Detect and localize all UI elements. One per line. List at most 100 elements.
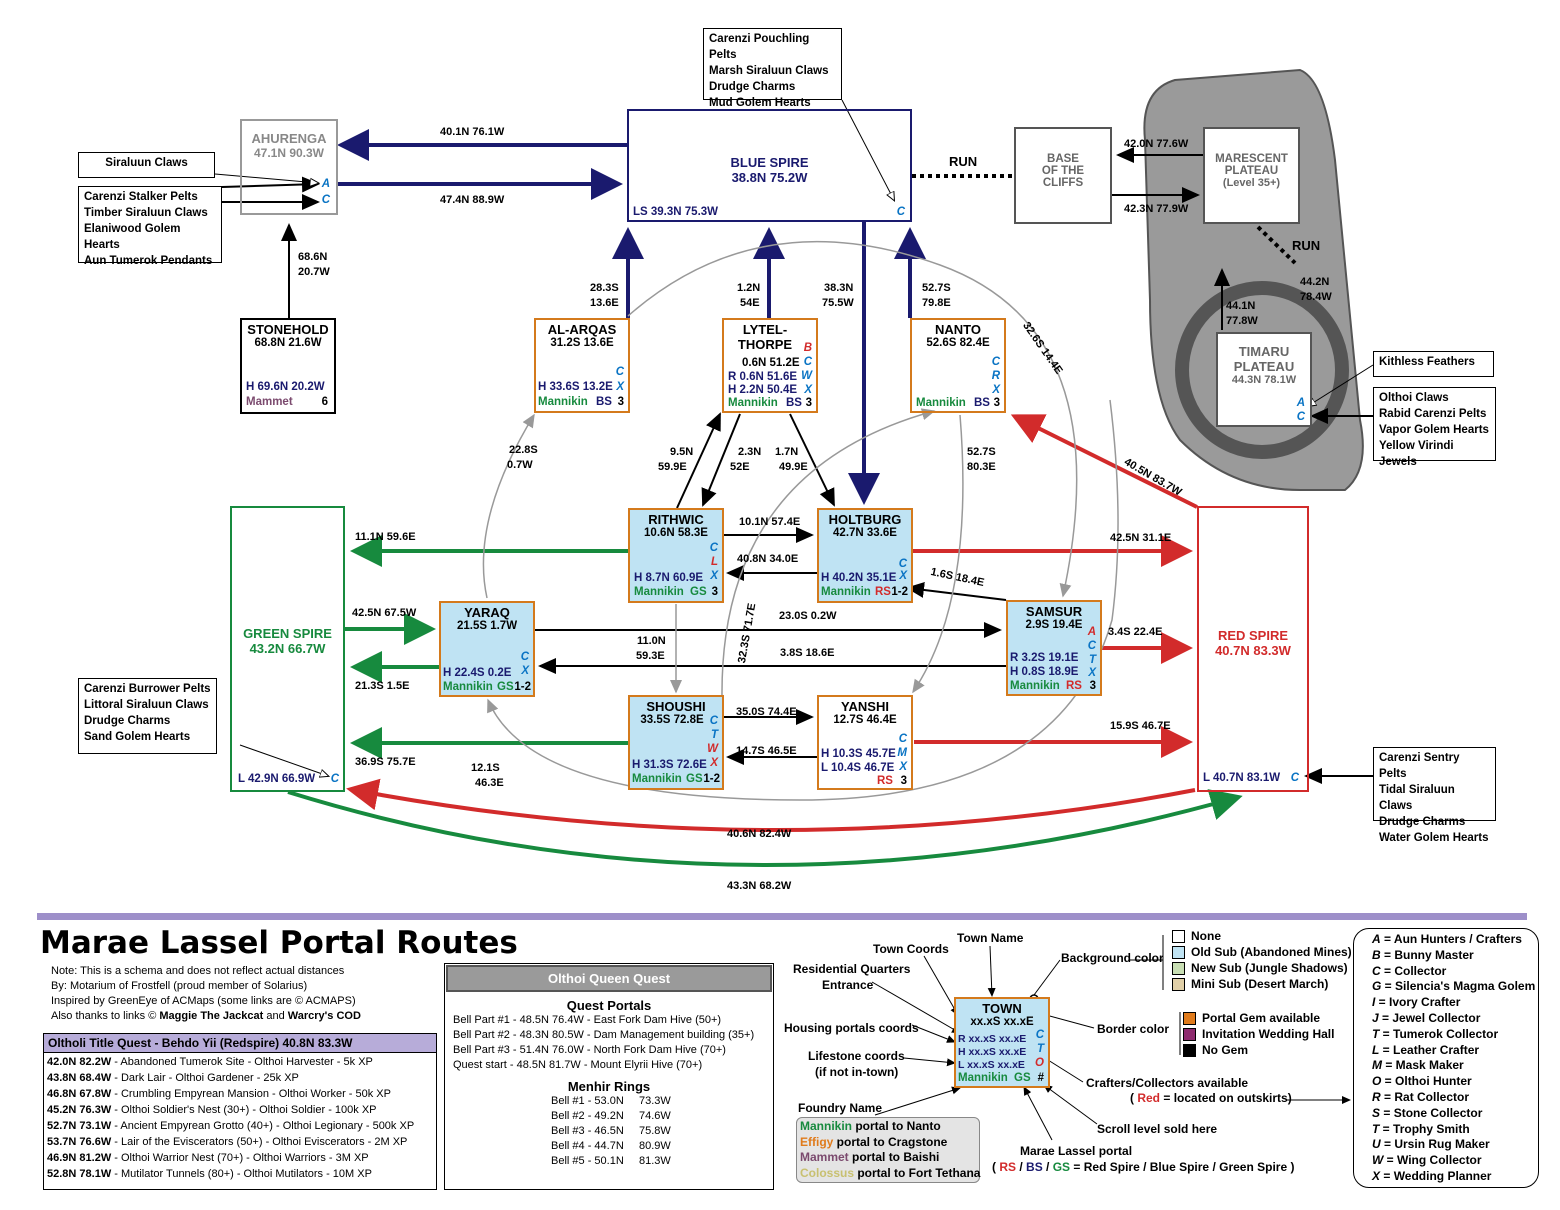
edge-label: 46.3E (475, 777, 504, 789)
title-quest-row: 46.9N 81.2W - Olthoi Warrior Nest (70+) … (47, 1150, 433, 1166)
code: T (710, 729, 718, 741)
ring-lon: 81.3W (639, 1155, 671, 1167)
foundry-name: Mannikin (634, 586, 684, 598)
note-line: Vapor Golem Hearts (1379, 424, 1489, 436)
color-legend-row: Portal Gem available (1183, 1010, 1334, 1026)
node-name: RITHWIC (648, 512, 704, 527)
scroll-level: 6 (321, 396, 328, 408)
node-name: AL-ARQAS (547, 322, 617, 337)
legend-marae-portal: Marae Lassel portal (1020, 1144, 1133, 1158)
code: X (616, 381, 624, 393)
edge-label: 10.1N 57.4E (739, 516, 801, 528)
color-label: Old Sub (Abandoned Mines) (1191, 945, 1352, 959)
scroll-level: # (1037, 1072, 1044, 1084)
edge-label: 3.8S 18.6E (780, 647, 835, 659)
legend-residential: Residential Quarters (793, 962, 911, 976)
code: C (898, 558, 907, 570)
code-meaning: = Leather Crafter (1379, 1042, 1480, 1057)
quest-desc: - Mutilator Tunnels (80+) - Olthoi Mutil… (111, 1168, 372, 1180)
rs: RS (999, 1160, 1017, 1174)
housing-coords: H 22.4S 0.2E (443, 667, 512, 679)
note-line: Yellow Virindi Jewels (1379, 440, 1454, 468)
code-meaning: = Wing Collector (1383, 1153, 1482, 1168)
housing-coords: H xx.xS xx.xE (958, 1046, 1027, 1058)
code: C (709, 715, 718, 727)
edge-label: 22.8S (509, 444, 538, 456)
marae-portal: GS (690, 586, 707, 598)
legend-housing: Housing portals coords (784, 1021, 919, 1035)
marae-portal: RS (875, 586, 891, 598)
node-coords: 42.7N 33.6E (833, 527, 897, 539)
title-quest-row: 52.7N 73.1W - Ancient Empyrean Grotto (4… (47, 1118, 433, 1134)
code-meaning: = Jewel Collector (1378, 1010, 1481, 1025)
code-letter: W (1372, 1153, 1384, 1168)
code: X (899, 570, 907, 582)
ring-lon: 73.3W (639, 1095, 671, 1107)
title-quest-row: 43.8N 68.4W - Dark Lair - Olthoi Gardene… (47, 1070, 433, 1086)
foundry-name: Mannikin (538, 396, 588, 408)
queen-quest-panel: Olthoi Queen Quest Quest Portals Bell Pa… (444, 963, 774, 1190)
node-name-line: PLATEAU (1233, 359, 1295, 374)
edge-label: 59.3E (636, 650, 665, 662)
quest-coords: 53.7N 76.6W (47, 1136, 112, 1148)
node-blue-spire: BLUE SPIRE 38.8N 75.2W LS 39.3N 75.3W C (627, 109, 912, 222)
note-line: Marsh Siraluun Claws (709, 65, 829, 77)
color-label: Invitation Wedding Hall (1202, 1027, 1335, 1041)
code-meaning: = Olthoi Hunter (1381, 1074, 1472, 1089)
node-name: TOWN (982, 1001, 1022, 1016)
color-label: None (1191, 929, 1221, 943)
edge-label: 1.2N (737, 282, 761, 294)
node-name: YANSHI (841, 699, 889, 714)
credit-line: Inspired by GreenEye of ACMaps (some lin… (51, 995, 356, 1007)
edge-label: 75.5W (822, 297, 854, 309)
ring-lon: 74.6W (639, 1110, 671, 1122)
note-line: Drudge Charms (84, 715, 171, 727)
node-name: STONEHOLD (247, 322, 329, 337)
legend-background: Background color (1061, 951, 1164, 965)
note-line: Olthoi Claws (1379, 392, 1449, 404)
thanks-link-a[interactable]: Maggie The Jackcat (159, 1010, 264, 1022)
code-meaning: = Silencia's Magma Golem (1381, 979, 1536, 994)
edge-label: 49.9E (779, 461, 808, 473)
code-legend-row: X = Wedding Planner (1372, 1169, 1538, 1185)
legend-foundry: Foundry Name (798, 1101, 883, 1115)
note-burrower: Carenzi Burrower Pelts Littoral Siraluun… (78, 678, 217, 754)
ring-lat: Bell #1 - 53.0N (551, 1095, 624, 1107)
code-legend-row: R = Rat Collector (1372, 1090, 1538, 1106)
code: T (1036, 1043, 1044, 1055)
title-quest-panel: Oltholi Title Quest - Behdo Yii (Redspir… (43, 1033, 437, 1190)
note-line: Tidal Siraluun Claws (1379, 784, 1455, 812)
color-legend-row: Mini Sub (Desert March) (1172, 976, 1352, 992)
legend-lifestone-note: (if not in-town) (815, 1065, 899, 1079)
node-holtburg: HOLTBURG 42.7N 33.6E C X H 40.2N 35.1E M… (817, 508, 913, 603)
code-letter: A (1372, 932, 1381, 946)
code: C (520, 651, 529, 663)
edge-label: 79.8E (922, 297, 951, 309)
lifestone-coords: L 10.4S 46.7E (821, 762, 895, 774)
code: C (1087, 640, 1096, 652)
edge-label: 52.7S (922, 282, 951, 294)
thanks-link-b[interactable]: Warcry's COD (287, 1010, 361, 1022)
credits: Note: This is a schema and does not refl… (51, 964, 361, 1024)
credit-line: Also thanks to links © Maggie The Jackca… (51, 1009, 361, 1024)
node-name: RED SPIRE (1217, 628, 1289, 643)
scroll-level: 3 (711, 586, 718, 598)
quest-portals-title: Quest Portals (566, 998, 652, 1013)
legend-red-note: ( Red = located on outskirts) (1130, 1091, 1292, 1105)
title-quest-row: 42.0N 82.2W - Abandoned Tumerok Site - O… (47, 1054, 433, 1070)
edge-label: 15.9S 46.7E (1110, 720, 1171, 732)
edge-label: 1.7N (775, 446, 799, 458)
color-legend-row: New Sub (Jungle Shadows) (1172, 960, 1352, 976)
quest-portals: Bell Part #1 - 48.5N 76.4W - East Fork D… (445, 1013, 773, 1073)
code: C (991, 356, 1000, 368)
foundry-name: Mannikin (443, 681, 493, 693)
node-coords: 31.2S 13.6E (550, 337, 614, 349)
node-coords: 44.3N 78.1W (1231, 374, 1297, 386)
code: M (897, 747, 907, 759)
node-name: HOLTBURG (828, 512, 902, 527)
code-letter: T (1372, 1121, 1380, 1136)
code: C (803, 356, 812, 368)
node-name-line: LYTEL- (742, 322, 788, 337)
